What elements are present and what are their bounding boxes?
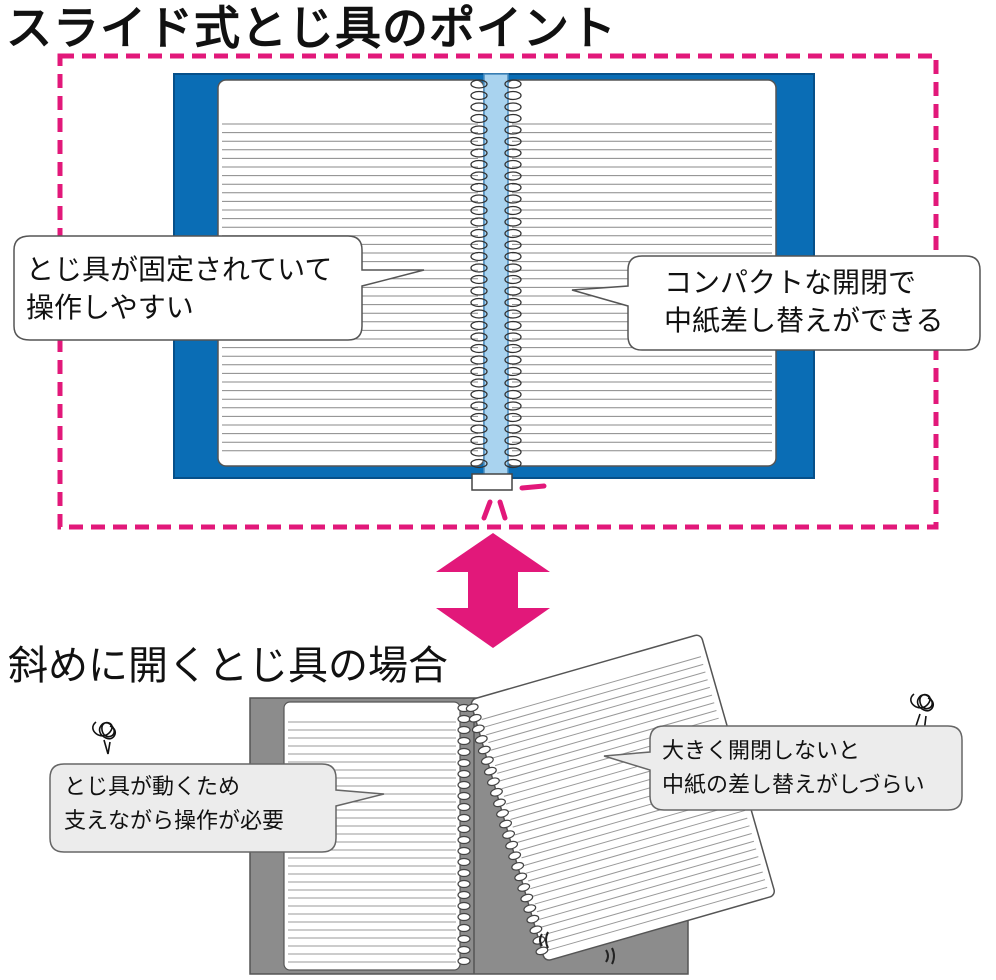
callout-hard-line2: 中紙の差し替えがしづらい — [662, 773, 925, 798]
comparison-double-arrow — [436, 533, 550, 648]
confused-scribble-icon — [92, 721, 117, 755]
section-title-slide-binder: スライド式とじ具のポイント — [6, 1, 617, 55]
section-title-diagonal-binder: 斜めに開くとじ具の場合 — [8, 643, 448, 689]
callout-hard-bubble — [603, 725, 963, 811]
callout-hard-line1: 大きく開閉しないと — [662, 739, 861, 764]
callout-compact-text: コンパクトな開閉で 中紙差し替えができる — [664, 264, 943, 340]
callout-hard-text: 大きく開閉しないと 中紙の差し替えがしづらい — [662, 735, 925, 803]
callout-fixed-bubble — [13, 235, 425, 341]
callout-fixed-text: とじ具が固定されていて 操作しやすい — [26, 251, 332, 327]
callout-fixed-line2: 操作しやすい — [26, 291, 194, 324]
callout-compact-line1: コンパクトな開閉で — [664, 266, 917, 299]
motion-marks — [539, 931, 615, 965]
callout-moving-line2: 支えながら操作が必要 — [64, 809, 285, 834]
callout-compact-line2: 中紙差し替えができる — [664, 304, 944, 337]
callout-moving-text: とじ具が動くため 支えながら操作が必要 — [64, 771, 284, 839]
callout-fixed-line1: とじ具が固定されていて — [26, 253, 333, 286]
callout-compact-bubble — [571, 255, 981, 351]
binding-rings — [470, 79, 522, 469]
callout-moving-bubble — [49, 763, 385, 853]
gray-binding-rings — [457, 703, 471, 966]
slide-clip — [471, 473, 513, 491]
slide-emphasis-marks — [481, 483, 547, 521]
callout-moving-line1: とじ具が動くため — [64, 775, 241, 800]
